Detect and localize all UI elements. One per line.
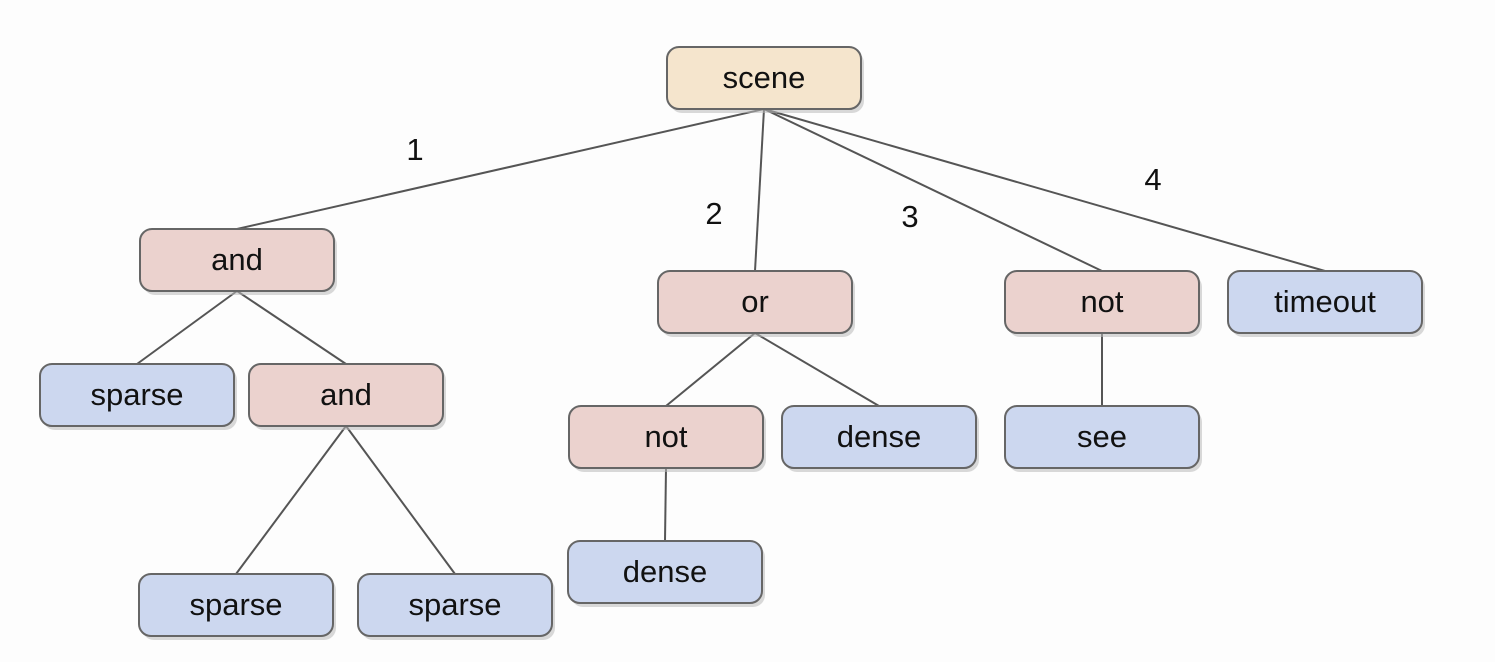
node-box[interactable] bbox=[568, 405, 764, 469]
edge-label-4: 4 bbox=[1144, 162, 1161, 197]
node-box[interactable] bbox=[138, 573, 334, 637]
tree-edge bbox=[236, 108, 765, 230]
node-label: sparse bbox=[90, 377, 183, 412]
tree-edge bbox=[665, 332, 756, 407]
node-box[interactable] bbox=[1004, 405, 1200, 469]
tree-node-not2[interactable]: not bbox=[1004, 270, 1202, 337]
tree-node-scene[interactable]: scene bbox=[666, 46, 864, 113]
tree-node-dense1[interactable]: dense bbox=[781, 405, 979, 472]
tree-edge bbox=[235, 425, 347, 575]
edge-labels-layer: 1 2 3 4 bbox=[406, 132, 1161, 234]
edge-label-1: 1 bbox=[406, 132, 423, 167]
node-box[interactable] bbox=[39, 363, 235, 427]
tree-edge bbox=[754, 332, 880, 407]
node-label: timeout bbox=[1274, 284, 1376, 319]
tree-node-and2[interactable]: and bbox=[248, 363, 446, 430]
node-label: see bbox=[1077, 419, 1127, 454]
node-box[interactable] bbox=[1004, 270, 1200, 334]
node-label: dense bbox=[837, 419, 921, 454]
tree-node-see1[interactable]: see bbox=[1004, 405, 1202, 472]
tree-edge bbox=[345, 425, 456, 575]
tree-node-dense2[interactable]: dense bbox=[567, 540, 765, 607]
tree-edge bbox=[754, 108, 765, 272]
tree-node-sparse3[interactable]: sparse bbox=[357, 573, 555, 640]
tree-node-sparse1[interactable]: sparse bbox=[39, 363, 237, 430]
node-label: dense bbox=[623, 554, 707, 589]
tree-node-sparse2[interactable]: sparse bbox=[138, 573, 336, 640]
nodes-layer: scene and sparse and sparse sparse or not dense d… bbox=[39, 46, 1425, 640]
node-box[interactable] bbox=[666, 46, 862, 110]
tree-node-and1[interactable]: and bbox=[139, 228, 337, 295]
tree-edge bbox=[236, 290, 347, 365]
node-box[interactable] bbox=[657, 270, 853, 334]
edge-label-2: 2 bbox=[705, 196, 722, 231]
node-box[interactable] bbox=[781, 405, 977, 469]
tree-edge bbox=[136, 290, 238, 365]
edges-layer bbox=[136, 108, 1326, 575]
node-label: sparse bbox=[408, 587, 501, 622]
node-label: and bbox=[211, 242, 263, 277]
node-box[interactable] bbox=[567, 540, 763, 604]
node-box[interactable] bbox=[248, 363, 444, 427]
node-box[interactable] bbox=[139, 228, 335, 292]
edge-label-3: 3 bbox=[901, 199, 918, 234]
node-label: scene bbox=[723, 60, 806, 95]
node-label: or bbox=[741, 284, 769, 319]
node-box[interactable] bbox=[1227, 270, 1423, 334]
node-label: sparse bbox=[189, 587, 282, 622]
tree-node-or1[interactable]: or bbox=[657, 270, 855, 337]
node-label: not bbox=[644, 419, 687, 454]
node-box[interactable] bbox=[357, 573, 553, 637]
node-label: not bbox=[1080, 284, 1123, 319]
node-label: and bbox=[320, 377, 372, 412]
tree-edge bbox=[664, 467, 667, 542]
tree-node-timeout1[interactable]: timeout bbox=[1227, 270, 1425, 337]
tree-edge bbox=[763, 108, 1326, 272]
tree-edge bbox=[763, 108, 1103, 272]
tree-node-not1[interactable]: not bbox=[568, 405, 766, 472]
